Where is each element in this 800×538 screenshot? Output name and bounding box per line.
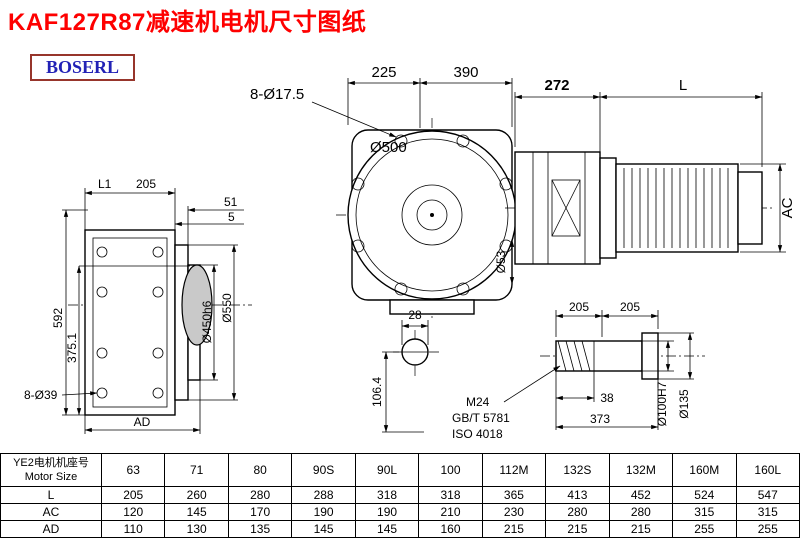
dim-label-ad: AD <box>134 415 151 429</box>
motor-size-header: 160M <box>672 453 737 487</box>
dim-value: 120 <box>100 503 166 521</box>
dim-value: 130 <box>164 520 229 538</box>
dim-value: 160 <box>418 520 483 538</box>
dim-value: 288 <box>291 486 356 504</box>
motor-size-header: 100 <box>418 453 483 487</box>
dim-label-51: 51 <box>224 195 238 209</box>
front-view: 225 390 8-Ø17.5 Ø500 Ø53 28 106.4 <box>250 64 528 433</box>
dim-label-38: 38 <box>600 391 614 405</box>
row-label: AC <box>0 503 102 521</box>
dim-label-d135: Ø135 <box>677 389 691 419</box>
dim-label-373: 373 <box>590 412 610 426</box>
motor-side-view: 272 L AC <box>505 77 796 265</box>
dim-value: 110 <box>100 520 166 538</box>
page-title: KAF127R87减速机电机尺寸图纸 <box>8 9 367 36</box>
row-label: L <box>0 486 102 504</box>
dim-value: 190 <box>291 503 356 521</box>
motor-size-header: 71 <box>164 453 229 487</box>
left-side-view: L1 205 51 5 592 375.1 8-Ø39 AD Ø450h6 <box>24 177 252 434</box>
dim-label-28: 28 <box>408 308 422 322</box>
row-label: AD <box>0 520 102 538</box>
dim-value: 215 <box>608 520 674 538</box>
brand-logo: BOSERL <box>30 54 136 81</box>
dim-label-5: 5 <box>228 210 235 224</box>
dim-value: 215 <box>481 520 547 538</box>
dim-value: 365 <box>481 486 547 504</box>
dim-label-motor-l: L <box>679 77 687 94</box>
motor-size-header: 160L <box>735 453 800 487</box>
dim-value: 255 <box>735 520 800 538</box>
dim-value: 547 <box>735 486 800 504</box>
motor-size-header: 132S <box>545 453 610 487</box>
dim-value: 315 <box>735 503 800 521</box>
dim-value: 205 <box>100 486 166 504</box>
dim-value: 280 <box>227 486 293 504</box>
dim-value: 318 <box>418 486 483 504</box>
dim-value: 260 <box>164 486 229 504</box>
motor-size-header: 132M <box>608 453 674 487</box>
label-m24: M24 <box>466 395 490 409</box>
dim-label-8xd175: 8-Ø17.5 <box>250 86 304 103</box>
dim-label-106: 106.4 <box>370 377 384 407</box>
dim-label-d550: Ø550 <box>220 293 234 323</box>
thread-hatch <box>557 340 591 372</box>
dim-value: 210 <box>418 503 483 521</box>
motor-size-header: 90S <box>291 453 356 487</box>
dim-label-d500: Ø500 <box>370 139 407 156</box>
dim-label-ac: AC <box>779 197 796 218</box>
dim-label-375: 375.1 <box>65 333 79 363</box>
dim-value: 280 <box>608 503 674 521</box>
dim-value: 135 <box>227 520 293 538</box>
dim-label-d450: Ø450h6 <box>200 300 214 343</box>
dim-label-d53: Ø53 <box>494 250 508 273</box>
motor-body <box>615 163 739 253</box>
motor-size-header: 90L <box>354 453 420 487</box>
motor-size-header: 63 <box>100 453 166 487</box>
dim-label-205b: 205 <box>620 300 640 314</box>
motor-flange <box>599 157 617 259</box>
dim-label-205a: 205 <box>569 300 589 314</box>
motor-size-header: 112M <box>481 453 547 487</box>
dim-label-390: 390 <box>453 64 478 81</box>
dim-value: 215 <box>545 520 610 538</box>
fan-cover <box>737 171 763 245</box>
technical-drawing: L1 205 51 5 592 375.1 8-Ø39 AD Ø450h6 <box>24 64 796 441</box>
motor-fins <box>623 168 729 248</box>
motor-size-header: 80 <box>227 453 293 487</box>
mounting-foot <box>389 299 475 315</box>
label-gbt5781: GB/T 5781 <box>452 411 510 425</box>
dim-label-272: 272 <box>544 77 569 94</box>
dim-value: 230 <box>481 503 547 521</box>
dim-value: 145 <box>164 503 229 521</box>
dim-value: 452 <box>608 486 674 504</box>
dim-label-592: 592 <box>51 308 65 328</box>
dim-label-8xd39: 8-Ø39 <box>24 388 58 402</box>
dim-value: 315 <box>672 503 737 521</box>
dim-label-225: 225 <box>371 64 396 81</box>
dim-label-205: 205 <box>136 177 156 191</box>
dim-label-d100: Ø100H7 <box>655 381 669 426</box>
dim-value: 280 <box>545 503 610 521</box>
dim-value: 318 <box>354 486 420 504</box>
shaft-collar <box>641 332 659 380</box>
dim-value: 413 <box>545 486 610 504</box>
label-iso4018: ISO 4018 <box>452 427 503 441</box>
dim-label-l1: L1 <box>98 177 112 191</box>
dim-value: 170 <box>227 503 293 521</box>
dim-value: 524 <box>672 486 737 504</box>
reducer-housing <box>514 151 601 265</box>
shaft-detail-view: 205 205 38 373 M24 GB/T 5781 ISO 4018 Ø1… <box>452 300 705 441</box>
dim-value: 190 <box>354 503 420 521</box>
shaft-body <box>555 340 643 372</box>
